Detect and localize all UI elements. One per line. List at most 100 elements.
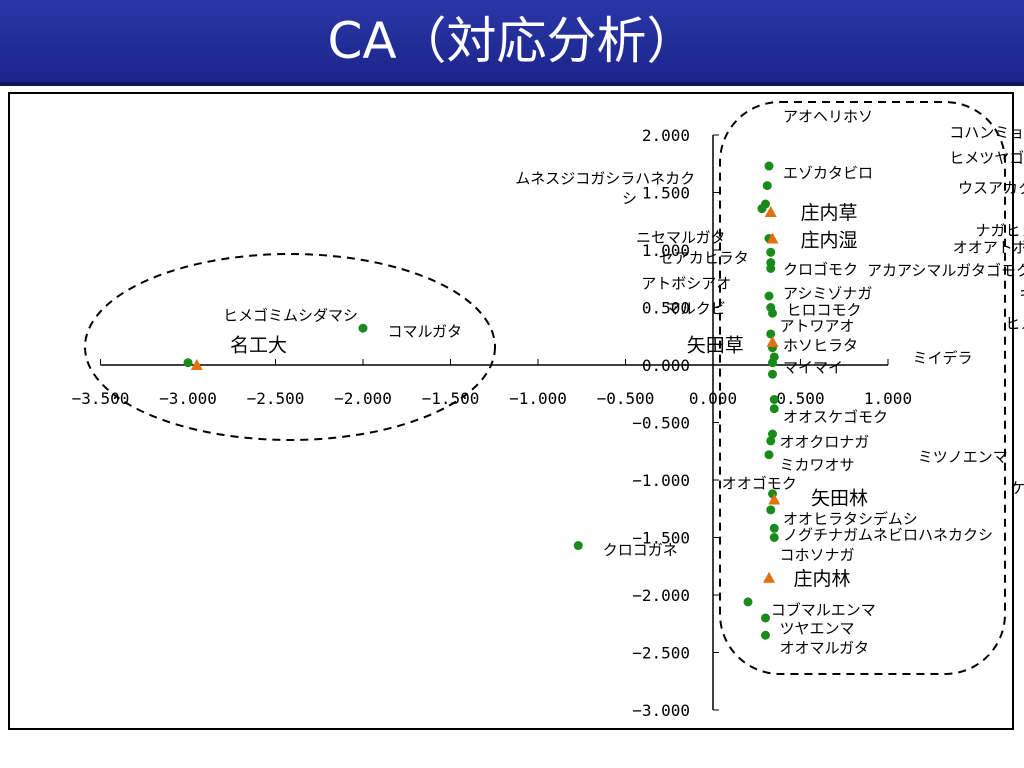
species-label: オオクロナガ: [780, 433, 870, 451]
data-point-circle: [762, 181, 772, 191]
site-label: 名工大: [230, 334, 287, 356]
title-bar: CA（対応分析）: [0, 0, 1024, 86]
species-label: ミカワオサ: [780, 456, 855, 474]
data-point-circle: [768, 369, 777, 379]
species-label: オオマルガタ: [780, 639, 870, 657]
species-label: ケウスゴモク: [1011, 479, 1024, 497]
x-tick-label: −0.500: [597, 389, 655, 408]
species-label: ツヤエンマ: [780, 619, 855, 637]
species-label: ニセマルガタ: [636, 228, 726, 246]
y-tick-label: −3.000: [632, 701, 690, 720]
y-tick-label: 1.000: [642, 241, 690, 260]
species-label: ミツノエンマ: [918, 448, 1008, 466]
species-label: マイマイ: [783, 358, 843, 376]
data-point-circle: [768, 358, 777, 368]
species-label: アトボシアオ: [641, 274, 731, 292]
y-tick-label: −2.000: [632, 586, 690, 605]
species-label: ムネスジコガシラハネカク: [515, 170, 695, 188]
x-tick-label: −2.000: [334, 389, 392, 408]
species-label: アシミゾナガ: [783, 285, 872, 303]
data-point-circle: [766, 247, 776, 257]
y-tick-label: 0.500: [642, 299, 690, 318]
species-label: アカアシマルガタゴモク: [867, 262, 1024, 280]
data-point-circle: [764, 161, 774, 171]
data-point-triangle: [766, 232, 779, 244]
species-label: アオヘリホソ: [783, 108, 873, 126]
species-label: コブマルエンマ: [771, 601, 876, 619]
species-label: ヒメツヤゴモク: [949, 149, 1024, 167]
species-label: ウスアカクロゴモク: [958, 179, 1024, 197]
data-point-triangle: [190, 359, 203, 370]
plot-frame: [8, 92, 1014, 730]
x-tick-label: −3.000: [159, 389, 217, 408]
data-point-circle: [768, 429, 777, 439]
site-label: 庄内湿: [801, 230, 858, 252]
data-point-circle: [766, 263, 776, 273]
data-point-circle: [183, 358, 193, 368]
species-label: セアカヒラタ: [659, 249, 749, 267]
species-label: オオゴモク: [722, 474, 797, 492]
species-label: ヒメキベリアオ: [1005, 315, 1024, 333]
x-tick-label: −3.500: [72, 389, 130, 408]
data-point-triangle: [766, 336, 779, 347]
data-point-circle: [769, 533, 779, 542]
species-label: オオヒラタシデムシ: [783, 510, 918, 528]
species-label: キボシアオ: [1019, 285, 1024, 303]
species-label: オオスケゴモク: [783, 408, 888, 426]
data-point-triangle: [768, 493, 781, 505]
species-label: クロゴモク: [783, 261, 858, 279]
species-label: アトワアオ: [780, 317, 855, 335]
species-label: ミイデラ: [913, 349, 973, 367]
species-label: ナガヒョウタン: [976, 221, 1024, 239]
x-tick-label: −2.500: [247, 389, 305, 408]
data-point-circle: [769, 523, 779, 533]
data-point-circle: [573, 541, 583, 551]
data-point-circle: [764, 450, 774, 460]
species-label: クロコガネ: [603, 541, 678, 559]
x-tick-label: −1.500: [422, 389, 480, 408]
data-point-circle: [757, 204, 767, 214]
y-tick-label: −2.500: [632, 644, 690, 663]
y-tick-label: −1.500: [632, 529, 690, 548]
cluster-box-right: [719, 101, 1006, 675]
species-label: マルクビ: [666, 300, 726, 318]
slide-title: CA（対応分析）: [327, 12, 697, 70]
data-point-circle: [768, 308, 777, 318]
species-label: ヒメゴミムシダマシ: [223, 307, 358, 325]
data-point-triangle: [763, 571, 775, 583]
species-label: オオアトボシアオ: [953, 239, 1024, 257]
x-tick-label: 1.000: [864, 389, 912, 408]
y-tick-label: 0.000: [642, 356, 690, 375]
data-point-circle: [766, 505, 776, 515]
data-point-circle: [761, 613, 770, 623]
y-tick-label: 2.000: [642, 126, 690, 145]
species-label: コホソナガ: [780, 546, 855, 564]
cluster-ellipse-left: [84, 253, 496, 441]
y-tick-label: −0.500: [632, 414, 690, 433]
x-tick-label: −1.000: [509, 389, 567, 408]
species-label: エゾカタビロ: [783, 164, 873, 182]
site-label: 庄内草: [801, 202, 858, 224]
site-label: 庄内林: [794, 568, 851, 590]
data-point-circle: [761, 630, 770, 640]
y-tick-label: 1.500: [642, 184, 690, 203]
site-label: 矢田林: [811, 487, 868, 509]
x-tick-label: 0.500: [776, 389, 824, 408]
data-point-circle: [769, 404, 779, 414]
site-label: 矢田草: [687, 334, 744, 356]
species-label: ノグチナガムネビロハネカクシ: [783, 526, 993, 544]
y-tick-label: −1.000: [632, 471, 690, 490]
title-underline: [0, 82, 1024, 86]
data-point-circle: [358, 323, 368, 333]
species-label: コハンミョウ: [949, 124, 1024, 142]
data-point-circle: [766, 436, 776, 446]
species-label: ホソヒラタ: [783, 336, 858, 354]
species-label: シ: [622, 189, 637, 207]
data-point-circle: [769, 395, 779, 404]
data-point-triangle: [764, 206, 777, 218]
x-tick-label: 0.000: [689, 389, 737, 408]
data-point-circle: [743, 597, 753, 607]
data-point-circle: [766, 329, 776, 339]
data-point-circle: [764, 291, 774, 301]
